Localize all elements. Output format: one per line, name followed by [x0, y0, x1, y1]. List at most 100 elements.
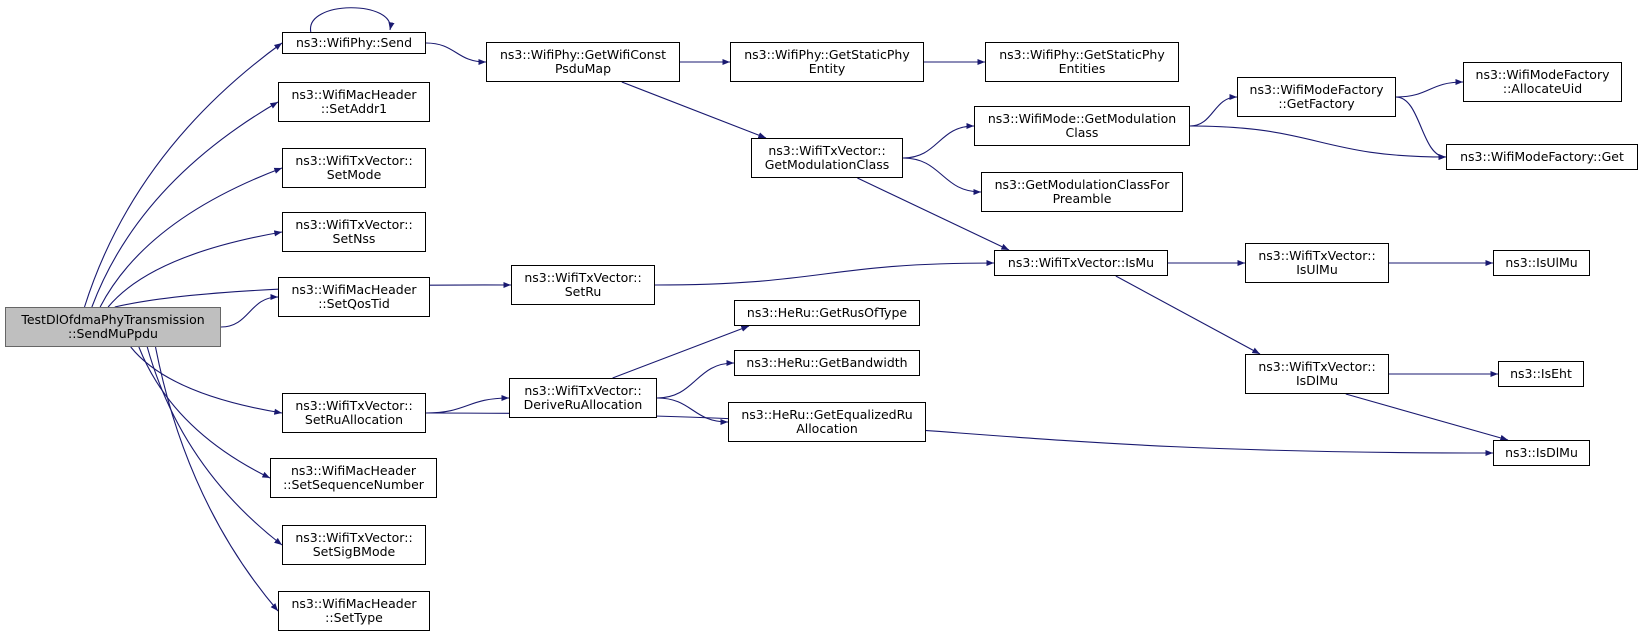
edge-root-to-settype	[154, 346, 279, 612]
node-wifitxvector-isulmu[interactable]: ns3::WifiTxVector::IsUlMu	[1245, 243, 1389, 283]
edge-setru-to-ismu	[654, 259, 995, 286]
node-label-line: DeriveRuAllocation	[523, 397, 643, 412]
node-wifitxvector-setru[interactable]: ns3::WifiTxVector::SetRu	[511, 265, 655, 305]
edge-setrualloc-to-deriverualloc	[425, 394, 510, 414]
node-label-line: ns3::IsEht	[1510, 366, 1572, 381]
node-label-line: TestDlOfdmaPhyTransmission	[21, 312, 205, 327]
node-wifiphy-send[interactable]: ns3::WifiPhy::Send	[282, 32, 426, 54]
node-wifitxvector-setnss[interactable]: ns3::WifiTxVector::SetNss	[282, 212, 426, 252]
node-label-line: IsDlMu	[1295, 373, 1338, 388]
node-label-line: ns3::WifiModeFactory	[1475, 67, 1610, 82]
node-label-line: ns3::WifiTxVector::	[524, 383, 642, 398]
node-label-line: ns3::WifiTxVector::	[295, 398, 413, 413]
edge-txgetmodclass-to-ismu	[857, 177, 1010, 251]
edge-root-to-setrualloc	[130, 346, 283, 415]
edge-getfactory-to-allocateuid	[1395, 78, 1464, 98]
node-label-line: ns3::WifiTxVector::	[1258, 359, 1376, 374]
edge-root-to-setmode	[99, 167, 283, 308]
node-label-line: ns3::WifiModeFactory	[1249, 82, 1384, 97]
node-wifitxvector-setmode[interactable]: ns3::WifiTxVector::SetMode	[282, 148, 426, 188]
node-label-line: ns3::HeRu::GetBandwidth	[746, 355, 908, 370]
node-label-line: SetSigBMode	[312, 544, 396, 559]
node-label-line: ns3::WifiTxVector::	[524, 270, 642, 285]
node-wifimacheader-setsequencenumber[interactable]: ns3::WifiMacHeader::SetSequenceNumber	[270, 458, 437, 498]
node-wifitxvector-deriveruallocation[interactable]: ns3::WifiTxVector::DeriveRuAllocation	[509, 378, 657, 418]
edge-root-to-setaddr1	[91, 101, 279, 308]
node-label-line: Allocation	[796, 421, 858, 436]
node-wifimodefactory-allocateuid[interactable]: ns3::WifiModeFactory::AllocateUid	[1463, 62, 1622, 102]
edge-root-to-setnss	[107, 230, 283, 308]
node-label-line: IsUlMu	[1296, 262, 1338, 277]
node-wifimacheader-setqostid[interactable]: ns3::WifiMacHeader::SetQosTid	[278, 277, 430, 317]
node-label-line: ns3::WifiTxVector::IsMu	[1007, 255, 1155, 270]
node-label-line: Class	[1065, 125, 1099, 140]
edge-send-to-getwificonst	[425, 42, 487, 66]
node-label-line: Entity	[808, 61, 846, 76]
node-iseht[interactable]: ns3::IsEht	[1498, 361, 1584, 387]
edge-deriverualloc-to-getrusoftype	[612, 325, 750, 379]
node-wifitxvector-setsigbmode[interactable]: ns3::WifiTxVector::SetSigBMode	[282, 525, 426, 565]
node-label-line: ::SetQosTid	[318, 296, 390, 311]
edge-getfactory-to-factoryget	[1395, 96, 1447, 161]
node-wifitxvector-isdlmu[interactable]: ns3::WifiTxVector::IsDlMu	[1245, 354, 1389, 394]
node-label-line: ns3::WifiTxVector::	[1258, 248, 1376, 263]
node-isulmu[interactable]: ns3::IsUlMu	[1493, 250, 1590, 276]
node-label-line: SetRuAllocation	[304, 412, 404, 427]
node-wifimacheader-settype[interactable]: ns3::WifiMacHeader::SetType	[278, 591, 430, 631]
node-label-line: ns3::WifiMacHeader	[291, 282, 417, 297]
edge-modegetmodclass-to-getfactory	[1189, 93, 1238, 127]
edge-txgetmodclass-to-modegetmodclass	[902, 122, 975, 159]
edge-getwificonst-to-txgetmodclass	[621, 81, 767, 139]
node-label-line: ::SetAddr1	[320, 101, 388, 116]
node-label-line: ns3::WifiMacHeader	[291, 596, 417, 611]
node-wifitxvector-getmodulationclass[interactable]: ns3::WifiTxVector::GetModulationClass	[751, 138, 903, 178]
edge-txgetmodclass-to-getmodclassforpreamble	[902, 157, 982, 196]
node-label-line: ns3::IsUlMu	[1505, 255, 1578, 270]
node-label-line: ::SendMuPpdu	[68, 326, 158, 341]
node-wifimacheader-setaddr1[interactable]: ns3::WifiMacHeader::SetAddr1	[278, 82, 430, 122]
node-label-line: ns3::WifiTxVector::	[295, 153, 413, 168]
node-heru-getbandwidth[interactable]: ns3::HeRu::GetBandwidth	[734, 350, 920, 376]
node-wifitxvector-setruallocation[interactable]: ns3::WifiTxVector::SetRuAllocation	[282, 393, 426, 433]
node-wifitxvector-ismu[interactable]: ns3::WifiTxVector::IsMu	[994, 250, 1168, 276]
node-label-line: SetMode	[326, 167, 382, 182]
node-label-line: ::SetType	[325, 610, 383, 625]
edge-deriverualloc-to-getbandwidth	[656, 359, 735, 399]
edge-root-to-setru	[114, 281, 512, 308]
node-label-line: ns3::HeRu::GetEqualizedRu	[741, 407, 913, 422]
node-label-line: ::GetFactory	[1278, 96, 1355, 111]
node-label-line: ns3::WifiPhy::Send	[295, 35, 413, 50]
node-label-line: SetNss	[332, 231, 376, 246]
node-wifimodefactory-get[interactable]: ns3::WifiModeFactory::Get	[1446, 144, 1638, 170]
node-label-line: ns3::WifiMacHeader	[291, 87, 417, 102]
edge-send-to-send	[310, 7, 395, 33]
node-label-line: SetRu	[564, 284, 602, 299]
node-label-line: ns3::IsDlMu	[1505, 445, 1578, 460]
node-label-line: ns3::WifiMacHeader	[290, 463, 417, 478]
node-label-line: GetModulationClass	[764, 157, 890, 172]
edge-root-to-setseqnum	[138, 346, 271, 479]
edge-root-to-send	[83, 42, 283, 308]
node-wifimodefactory-getfactory[interactable]: ns3::WifiModeFactory::GetFactory	[1237, 77, 1396, 117]
node-testdlofdmaphytransmission-sendmuppdu: TestDlOfdmaPhyTransmission::SendMuPpdu	[5, 307, 221, 347]
edge-root-to-setsigbmode	[146, 346, 283, 546]
node-label-line: ns3::WifiTxVector::	[768, 143, 886, 158]
node-label-line: ns3::WifiModeFactory::Get	[1460, 149, 1624, 164]
node-isdlmu[interactable]: ns3::IsDlMu	[1493, 440, 1590, 466]
node-label-line: ::AllocateUid	[1502, 81, 1583, 96]
node-heru-getrusoftype[interactable]: ns3::HeRu::GetRusOfType	[734, 300, 920, 326]
node-label-line: PsduMap	[554, 61, 612, 76]
edge-modegetmodclass-to-factoryget	[1189, 125, 1447, 161]
edge-txisdlmu-to-isdlmu	[1345, 393, 1509, 441]
edge-ismu-to-txisdlmu	[1115, 275, 1261, 355]
node-label-line: Preamble	[1052, 191, 1112, 206]
node-label-line: ns3::GetModulationClassFor	[994, 177, 1170, 192]
node-label-line: Entities	[1058, 61, 1106, 76]
